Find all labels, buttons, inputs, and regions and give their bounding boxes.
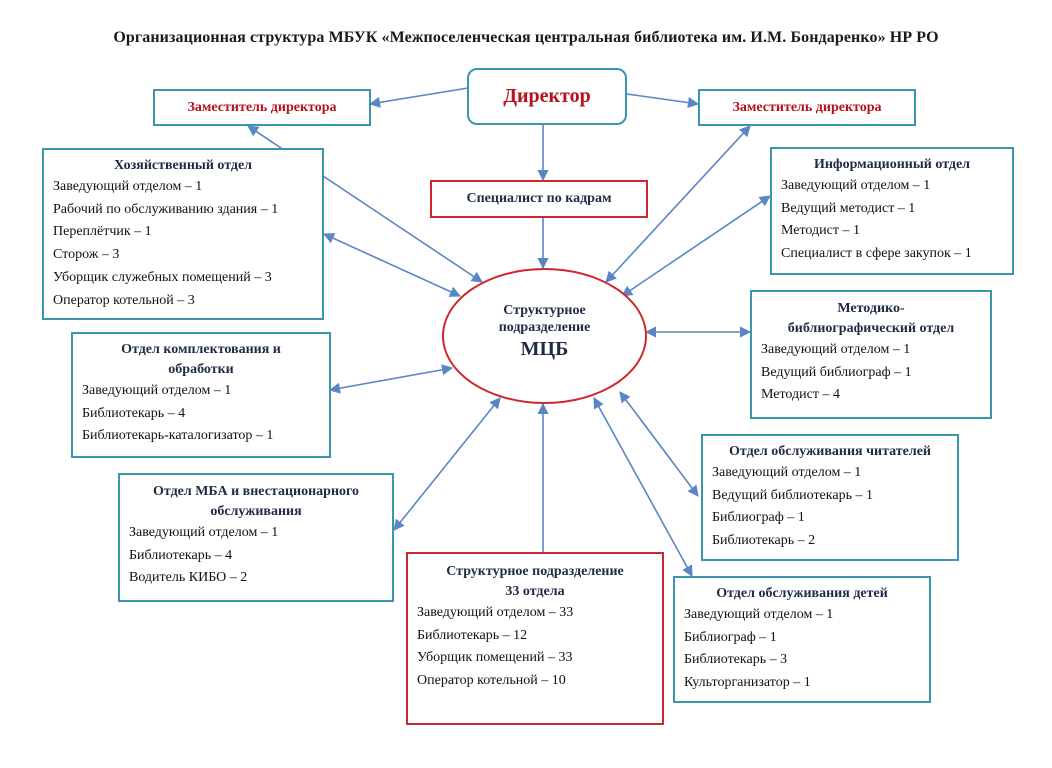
acq-dept-item: Библиотекарь – 4 bbox=[82, 405, 186, 421]
branches-item: Оператор котельной – 10 bbox=[417, 673, 566, 689]
arrow-director-deputy-right bbox=[626, 93, 700, 109]
mba-dept-title-2: обслуживания bbox=[210, 504, 302, 519]
director-box: Директор bbox=[467, 68, 627, 125]
readers-dept-item: Заведующий отделом – 1 bbox=[712, 465, 862, 480]
children-dept-title: Отдел обслуживания детей bbox=[716, 586, 888, 601]
method-dept-title-2: библиографический отдел bbox=[787, 321, 955, 336]
children-dept-item: Заведующий отделом – 1 bbox=[684, 607, 834, 622]
method-dept-item: Заведующий отделом – 1 bbox=[761, 342, 911, 357]
method-dept-title-1: Методико- bbox=[837, 301, 905, 316]
arrow-children-center bbox=[593, 397, 693, 577]
info-dept-item: Методист – 1 bbox=[781, 223, 860, 239]
method-dept-box: Методико- библиографический отдел Заведу… bbox=[750, 290, 992, 419]
readers-dept-item: Ведущий библиотекарь – 1 bbox=[712, 487, 873, 503]
acq-dept-title-2: обработки bbox=[168, 362, 234, 377]
branches-box: Структурное подразделение 33 отдела Заве… bbox=[406, 552, 664, 725]
mba-dept-item: Водитель КИБО – 2 bbox=[129, 570, 248, 586]
econ-dept-box: Хозяйственный отдел Заведующий отделом –… bbox=[42, 148, 324, 320]
deputy-left-box: Заместитель директора bbox=[153, 89, 371, 126]
econ-dept-title: Хозяйственный отдел bbox=[113, 158, 253, 173]
info-dept-box: Информационный отдел Заведующий отделом … bbox=[770, 147, 1014, 275]
info-dept-item: Ведущий методист – 1 bbox=[781, 200, 916, 216]
mba-dept-item: Библиотекарь – 4 bbox=[129, 547, 233, 563]
mba-dept-title-1: Отдел МБА и внестационарного bbox=[152, 484, 360, 499]
children-dept-item: Библиограф – 1 bbox=[684, 629, 777, 645]
director-label: Директор bbox=[503, 85, 591, 107]
children-dept-item: Культорганизатор – 1 bbox=[684, 675, 811, 691]
branches-item: Библиотекарь – 12 bbox=[417, 627, 528, 643]
hr-specialist-label: Специалист по кадрам bbox=[466, 191, 612, 206]
deputy-right-label: Заместитель директора bbox=[732, 99, 882, 115]
econ-dept-item: Переплётчик – 1 bbox=[53, 224, 152, 240]
econ-dept-item: Уборщик служебных помещений – 3 bbox=[53, 269, 272, 285]
center-line2: подразделение bbox=[498, 320, 591, 335]
deputy-right-box: Заместитель директора bbox=[698, 89, 916, 126]
center-line1: Структурное bbox=[503, 303, 586, 318]
mba-dept-item: Заведующий отделом – 1 bbox=[129, 525, 279, 540]
center-mcb-ellipse: Структурное подразделение МЦБ bbox=[442, 268, 647, 404]
readers-dept-title: Отдел обслуживания читателей bbox=[729, 444, 931, 459]
arrow-acq-center bbox=[328, 364, 454, 394]
deputy-left-label: Заместитель директора bbox=[187, 99, 337, 115]
readers-dept-item: Библиограф – 1 bbox=[712, 510, 805, 526]
method-dept-item: Методист – 4 bbox=[761, 387, 840, 403]
acq-dept-item: Библиотекарь-каталогизатор – 1 bbox=[82, 428, 274, 444]
arrow-director-deputy-left bbox=[368, 87, 469, 108]
branches-title-1: Структурное подразделение bbox=[446, 564, 624, 579]
info-dept-item: Заведующий отделом – 1 bbox=[781, 178, 931, 193]
econ-dept-item: Рабочий по обслуживанию здания – 1 bbox=[53, 201, 279, 217]
econ-dept-item: Оператор котельной – 3 bbox=[53, 292, 195, 308]
econ-dept-item: Заведующий отделом – 1 bbox=[53, 179, 203, 194]
page-title: Организационная структура МБУК «Межпосел… bbox=[113, 29, 939, 46]
arrow-econ-center bbox=[322, 233, 462, 297]
children-dept-box: Отдел обслуживания детей Заведующий отде… bbox=[673, 576, 931, 703]
branches-item: Заведующий отделом – 33 bbox=[417, 605, 574, 620]
acq-dept-item: Заведующий отделом – 1 bbox=[82, 383, 232, 398]
mba-dept-box: Отдел МБА и внестационарного обслуживани… bbox=[118, 473, 394, 602]
hr-specialist-box: Специалист по кадрам bbox=[430, 180, 648, 218]
acq-dept-box: Отдел комплектования и обработки Заведую… bbox=[71, 332, 331, 458]
children-dept-item: Библиотекарь – 3 bbox=[684, 652, 788, 668]
econ-dept-item: Сторож – 3 bbox=[53, 247, 120, 263]
readers-dept-item: Библиотекарь – 2 bbox=[712, 533, 816, 549]
arrow-readers-center bbox=[619, 391, 699, 497]
center-line3: МЦБ bbox=[520, 338, 569, 360]
arrow-mba-center bbox=[393, 397, 501, 531]
method-dept-item: Ведущий библиограф – 1 bbox=[761, 364, 912, 380]
branches-item: Уборщик помещений – 33 bbox=[417, 650, 573, 666]
info-dept-item: Специалист в сфере закупок – 1 bbox=[781, 246, 972, 262]
branches-title-2: 33 отдела bbox=[505, 584, 565, 599]
arrow-info-center bbox=[621, 195, 771, 297]
info-dept-title: Информационный отдел bbox=[813, 157, 971, 172]
acq-dept-title-1: Отдел комплектования и bbox=[121, 342, 281, 357]
readers-dept-box: Отдел обслуживания читателей Заведующий … bbox=[701, 434, 959, 561]
